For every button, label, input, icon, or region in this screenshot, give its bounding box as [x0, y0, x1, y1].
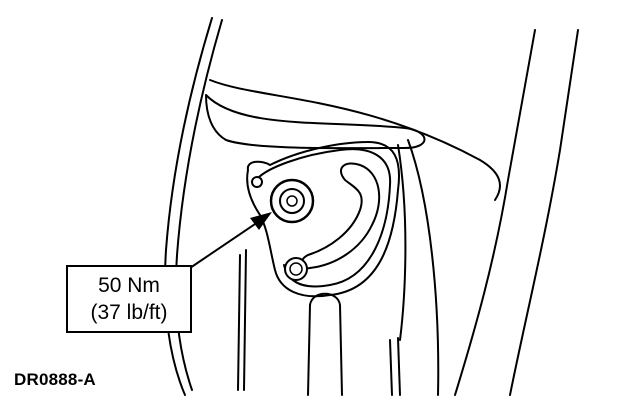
hinge-pin-inner — [289, 262, 303, 276]
door-edge-line — [163, 17, 213, 396]
hinge-plate — [246, 141, 400, 298]
hinge-plate-inner — [257, 148, 392, 288]
hinge-bolt-center — [286, 195, 298, 207]
hinge-body-line — [243, 249, 247, 391]
torque-lbft: (37 lb/ft) — [90, 301, 168, 324]
torque-callout: 50 Nm (37 lb/ft) — [66, 265, 192, 333]
pillar-edge-line — [509, 29, 579, 396]
figure-id: DR0888-A — [14, 370, 96, 389]
leader-line — [189, 221, 259, 269]
leader-arrowhead — [250, 212, 272, 230]
panel-line — [397, 337, 401, 396]
pillar-edge-line — [454, 29, 536, 396]
curved-slot — [300, 162, 381, 270]
lower-slot — [309, 292, 343, 396]
panel-line — [389, 339, 393, 396]
rivet — [251, 176, 263, 188]
door-edge-line — [174, 19, 223, 391]
hinge-body-line — [237, 254, 241, 391]
torque-nm: 50 Nm — [98, 274, 160, 297]
panel-line — [407, 139, 440, 396]
lower-slot — [307, 304, 311, 396]
upper-flange — [205, 94, 426, 150]
upper-contour — [209, 79, 501, 201]
panel-line — [397, 144, 407, 341]
